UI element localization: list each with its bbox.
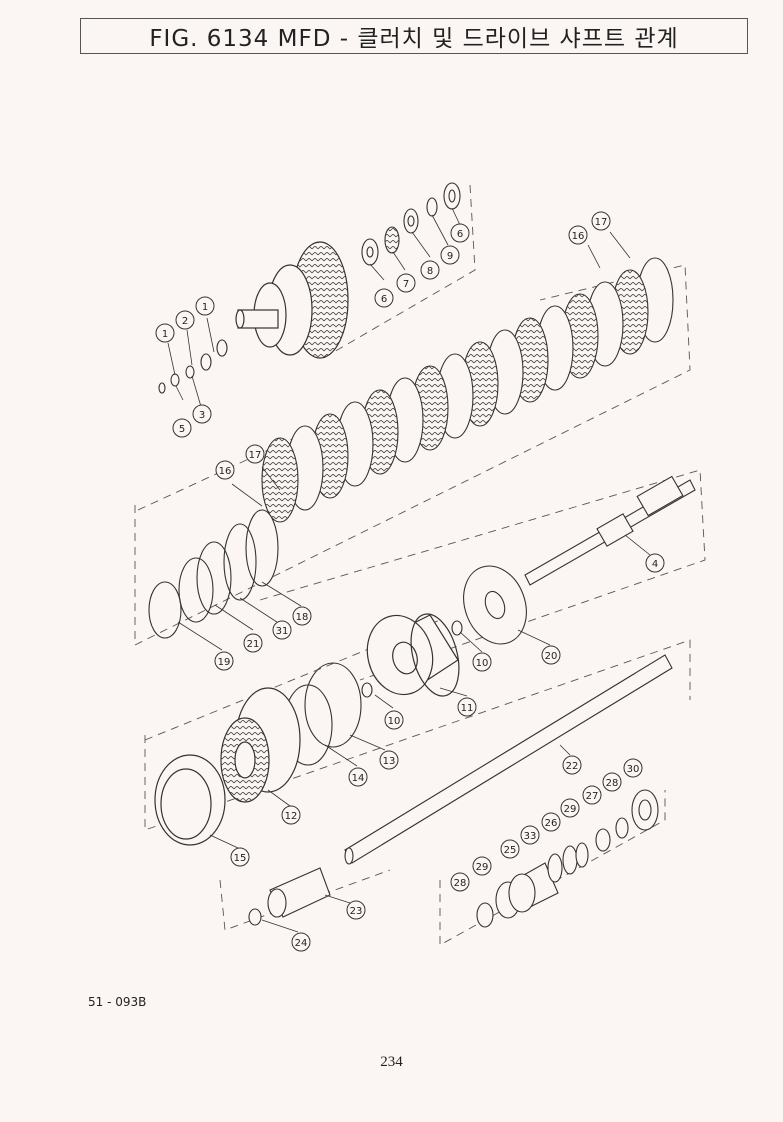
- callout-6a: 6: [374, 288, 394, 308]
- svg-text:19: 19: [218, 657, 231, 668]
- callout-7: 7: [396, 273, 416, 293]
- piston-rings: [283, 620, 463, 766]
- svg-text:8: 8: [427, 266, 433, 277]
- callout-23: 23: [346, 900, 366, 920]
- callout-19: 19: [214, 651, 234, 671]
- svg-text:25: 25: [504, 845, 517, 856]
- svg-text:2: 2: [182, 316, 188, 327]
- svg-text:26: 26: [545, 818, 558, 829]
- svg-text:31: 31: [276, 626, 289, 637]
- callout-24: 24: [291, 932, 311, 952]
- callout-3: 3: [192, 404, 212, 424]
- page-number: 234: [380, 1054, 403, 1070]
- svg-text:28: 28: [454, 878, 467, 889]
- callout-25: 25: [500, 839, 520, 859]
- svg-text:11: 11: [461, 703, 474, 714]
- svg-text:10: 10: [476, 658, 489, 669]
- callout-9: 9: [440, 245, 460, 265]
- callout-1a: 1: [155, 323, 175, 343]
- callout-26: 26: [541, 812, 561, 832]
- callout-1c: 1: [0, 0, 6, 3]
- splined-shaft: [524, 475, 696, 586]
- drawing-code: 51 - 093B: [88, 995, 147, 1009]
- callout-18: 18: [292, 606, 312, 626]
- spring-disc: [463, 565, 527, 645]
- clutch-plate-stack: [148, 257, 674, 639]
- callout-16a: 16: [568, 225, 588, 245]
- callout-17a: 17: [591, 211, 611, 231]
- callout-20: 20: [541, 645, 561, 665]
- callout-30: 30: [623, 758, 643, 778]
- callout-17b: 17: [245, 444, 265, 464]
- svg-text:29: 29: [476, 862, 489, 873]
- callout-8: 8: [420, 260, 440, 280]
- bearing-group: [476, 789, 659, 928]
- sleeve-and-washer: [248, 867, 331, 926]
- svg-text:1: 1: [162, 329, 168, 340]
- svg-text:9: 9: [447, 251, 453, 262]
- callout-4: 4: [645, 553, 665, 573]
- callout-10b: 10: [384, 710, 404, 730]
- callout-33: 33: [520, 825, 540, 845]
- svg-text:10: 10: [388, 716, 401, 727]
- svg-text:1: 1: [0, 0, 6, 3]
- leader-lines: [167, 207, 651, 933]
- callout-10a: 10: [472, 652, 492, 672]
- svg-text:14: 14: [352, 773, 365, 784]
- svg-text:6: 6: [381, 294, 387, 305]
- svg-text:16: 16: [572, 231, 585, 242]
- callout-2: 2: [175, 310, 195, 330]
- svg-text:15: 15: [234, 853, 247, 864]
- end-cover: [154, 754, 226, 846]
- callout-31: 31: [272, 620, 292, 640]
- svg-text:29: 29: [564, 804, 577, 815]
- callout-labels: 1 2 1 1 5 3 6 7 8 9 6 16 17 16 17 18 31 …: [0, 0, 665, 952]
- svg-text:6: 6: [457, 229, 463, 240]
- svg-text:5: 5: [179, 424, 185, 435]
- callout-27: 27: [582, 785, 602, 805]
- callout-13: 13: [379, 750, 399, 770]
- svg-text:4: 4: [652, 559, 658, 570]
- svg-text:23: 23: [350, 906, 363, 917]
- svg-text:20: 20: [545, 651, 558, 662]
- svg-text:7: 7: [403, 279, 409, 290]
- callout-5: 5: [172, 418, 192, 438]
- callout-28b: 28: [450, 872, 470, 892]
- svg-text:17: 17: [249, 450, 262, 461]
- svg-text:30: 30: [627, 764, 640, 775]
- svg-text:22: 22: [566, 761, 579, 772]
- svg-text:18: 18: [296, 612, 309, 623]
- callout-11: 11: [457, 697, 477, 717]
- svg-text:16: 16: [219, 466, 232, 477]
- callout-12: 12: [281, 805, 301, 825]
- callout-14: 14: [348, 767, 368, 787]
- svg-text:12: 12: [285, 811, 298, 822]
- piston-hub: [220, 687, 301, 803]
- callout-15: 15: [230, 847, 250, 867]
- svg-text:13: 13: [383, 756, 396, 767]
- callout-6b: 6: [450, 223, 470, 243]
- gear-shaft-assembly: [235, 241, 349, 359]
- svg-text:1: 1: [202, 302, 208, 313]
- callout-16b: 16: [215, 460, 235, 480]
- svg-text:33: 33: [524, 831, 537, 842]
- clutch-drum: [366, 613, 460, 697]
- callout-28a: 28: [602, 772, 622, 792]
- callout-1b: 1: [195, 296, 215, 316]
- figure-title: FIG. 6134 MFD - 클러치 및 드라이브 샤프트 관계: [80, 18, 748, 54]
- svg-text:24: 24: [295, 938, 308, 949]
- svg-text:27: 27: [586, 791, 599, 802]
- callout-22: 22: [562, 755, 582, 775]
- svg-text:28: 28: [606, 778, 619, 789]
- svg-text:17: 17: [595, 217, 608, 228]
- callout-21: 21: [243, 633, 263, 653]
- drive-shaft: [344, 654, 673, 865]
- svg-text:3: 3: [199, 410, 205, 421]
- small-washers-top: [158, 182, 461, 394]
- callout-29a: 29: [560, 798, 580, 818]
- svg-text:21: 21: [247, 639, 260, 650]
- callout-29b: 29: [472, 856, 492, 876]
